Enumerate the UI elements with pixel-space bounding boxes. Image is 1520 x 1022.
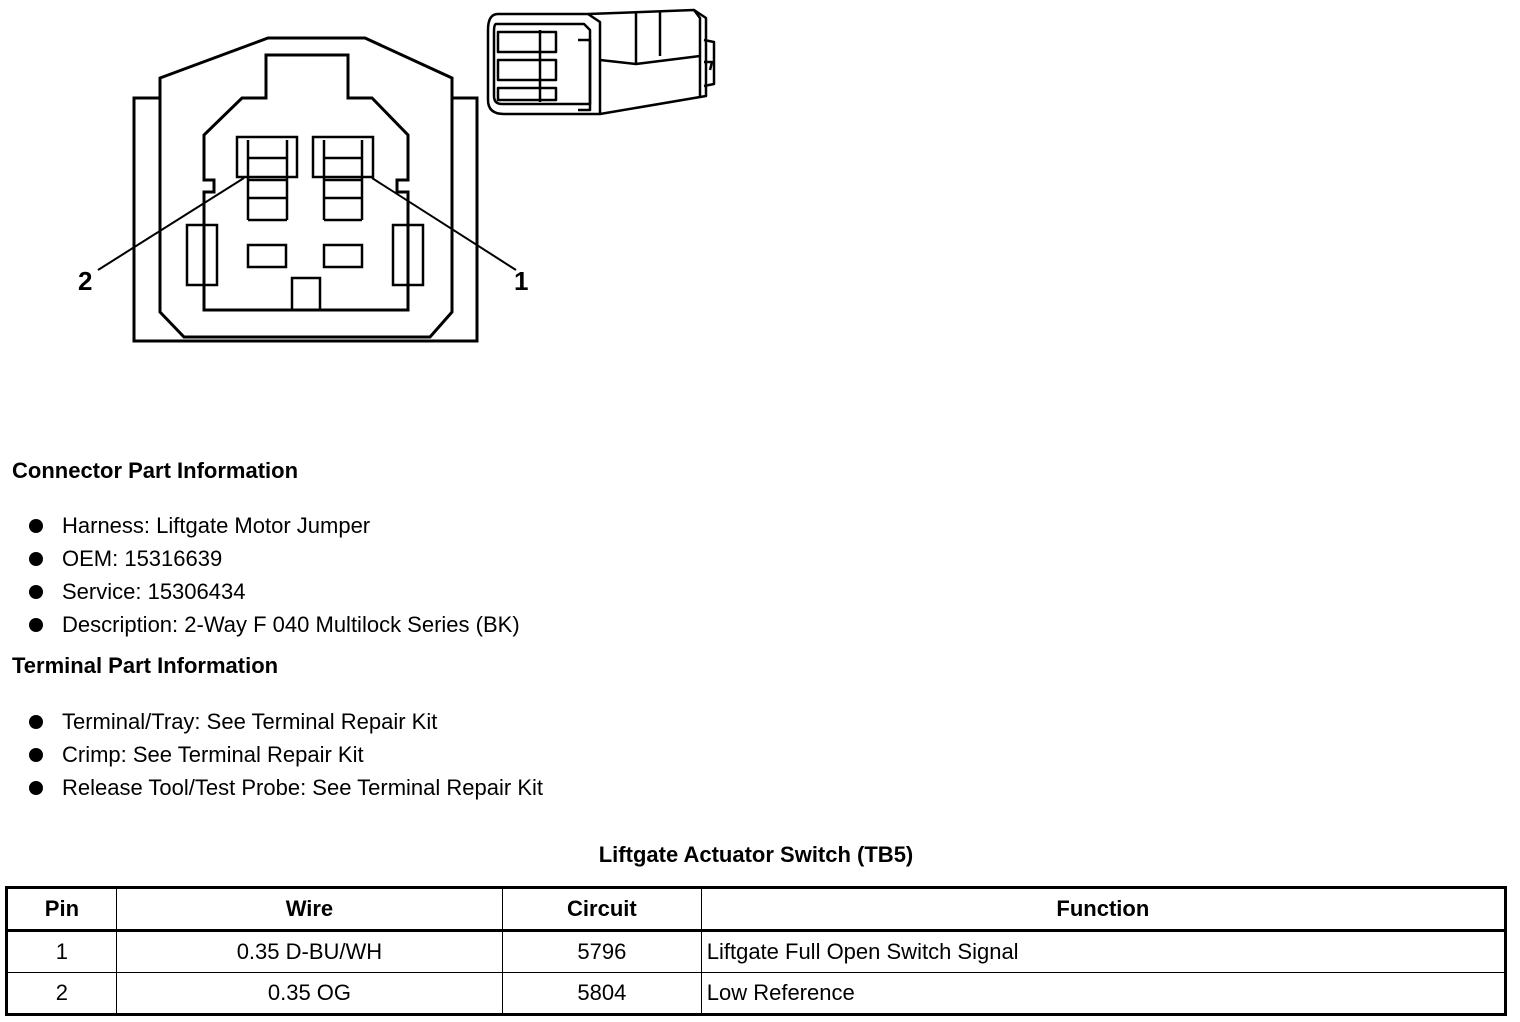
list-item-text: OEM: 15316639 bbox=[62, 546, 223, 571]
list-item-text: Harness: Liftgate Motor Jumper bbox=[62, 513, 371, 538]
bullet-icon bbox=[29, 715, 43, 729]
table-row: 2 0.35 OG 5804 Low Reference bbox=[6, 972, 1507, 1015]
callout-1-label: 1 bbox=[514, 266, 528, 296]
callout-2-leader bbox=[97, 177, 245, 271]
list-item: Description: 2-Way F 040 Multilock Serie… bbox=[0, 608, 520, 641]
bullet-icon bbox=[29, 618, 43, 632]
list-item-text: Terminal/Tray: See Terminal Repair Kit bbox=[62, 709, 438, 734]
callout-2-label: 2 bbox=[78, 266, 92, 296]
cell-pin: 1 bbox=[6, 930, 117, 973]
left-window bbox=[246, 243, 288, 269]
right-window bbox=[322, 243, 364, 269]
bullet-icon bbox=[29, 748, 43, 762]
terminal-info-title: Terminal Part Information bbox=[12, 653, 279, 678]
table-header-row: Pin Wire Circuit Function bbox=[6, 887, 1507, 932]
list-item-text: Description: 2-Way F 040 Multilock Serie… bbox=[62, 612, 520, 637]
cell-function: Liftgate Full Open Switch Signal bbox=[700, 930, 1507, 973]
callout-1-leader bbox=[371, 177, 517, 271]
header-pin: Pin bbox=[6, 887, 117, 932]
connector-outer-housing bbox=[132, 36, 479, 343]
cell-wire: 0.35 D-BU/WH bbox=[115, 930, 504, 973]
cell-wire: 0.35 OG bbox=[115, 972, 504, 1015]
bottom-key bbox=[290, 276, 322, 310]
bullet-icon bbox=[29, 781, 43, 795]
list-item: Service: 15306434 bbox=[0, 575, 520, 608]
list-item: Terminal/Tray: See Terminal Repair Kit bbox=[0, 705, 543, 738]
right-latch-slot bbox=[391, 223, 425, 287]
cell-pin: 2 bbox=[6, 972, 117, 1015]
connector-info-list: Harness: Liftgate Motor Jumper OEM: 1531… bbox=[0, 509, 520, 641]
terminal-cavity-pin-2 bbox=[235, 135, 299, 222]
list-item: Crimp: See Terminal Repair Kit bbox=[0, 738, 543, 771]
connector-isometric-illustration bbox=[486, 8, 716, 116]
list-item-text: Release Tool/Test Probe: See Terminal Re… bbox=[62, 775, 543, 800]
terminal-cavity-pin-1 bbox=[311, 135, 375, 222]
list-item: Harness: Liftgate Motor Jumper bbox=[0, 509, 520, 542]
cell-circuit: 5804 bbox=[502, 972, 702, 1015]
table-row: 1 0.35 D-BU/WH 5796 Liftgate Full Open S… bbox=[6, 930, 1507, 973]
list-item: OEM: 15316639 bbox=[0, 542, 520, 575]
bullet-icon bbox=[29, 519, 43, 533]
list-item: Release Tool/Test Probe: See Terminal Re… bbox=[0, 771, 543, 804]
connector-face-diagram: 2 1 bbox=[78, 8, 716, 343]
bullet-icon bbox=[29, 585, 43, 599]
list-item-text: Crimp: See Terminal Repair Kit bbox=[62, 742, 364, 767]
left-latch-slot bbox=[185, 223, 219, 287]
terminal-info-list: Terminal/Tray: See Terminal Repair Kit C… bbox=[0, 705, 543, 804]
connector-inner-face bbox=[158, 98, 454, 339]
cell-function: Low Reference bbox=[700, 972, 1507, 1015]
header-function: Function bbox=[700, 887, 1507, 932]
cell-circuit: 5796 bbox=[502, 930, 702, 973]
pin-table: Pin Wire Circuit Function 1 0.35 D-BU/WH… bbox=[5, 886, 1507, 1016]
connector-info-title: Connector Part Information bbox=[12, 458, 299, 483]
list-item-text: Service: 15306434 bbox=[62, 579, 246, 604]
header-wire: Wire bbox=[115, 887, 504, 932]
pin-table-title: Liftgate Actuator Switch (TB5) bbox=[598, 842, 914, 867]
bullet-icon bbox=[29, 552, 43, 566]
connector-terminal-cavity-outline bbox=[202, 53, 410, 312]
header-circuit: Circuit bbox=[502, 887, 702, 932]
